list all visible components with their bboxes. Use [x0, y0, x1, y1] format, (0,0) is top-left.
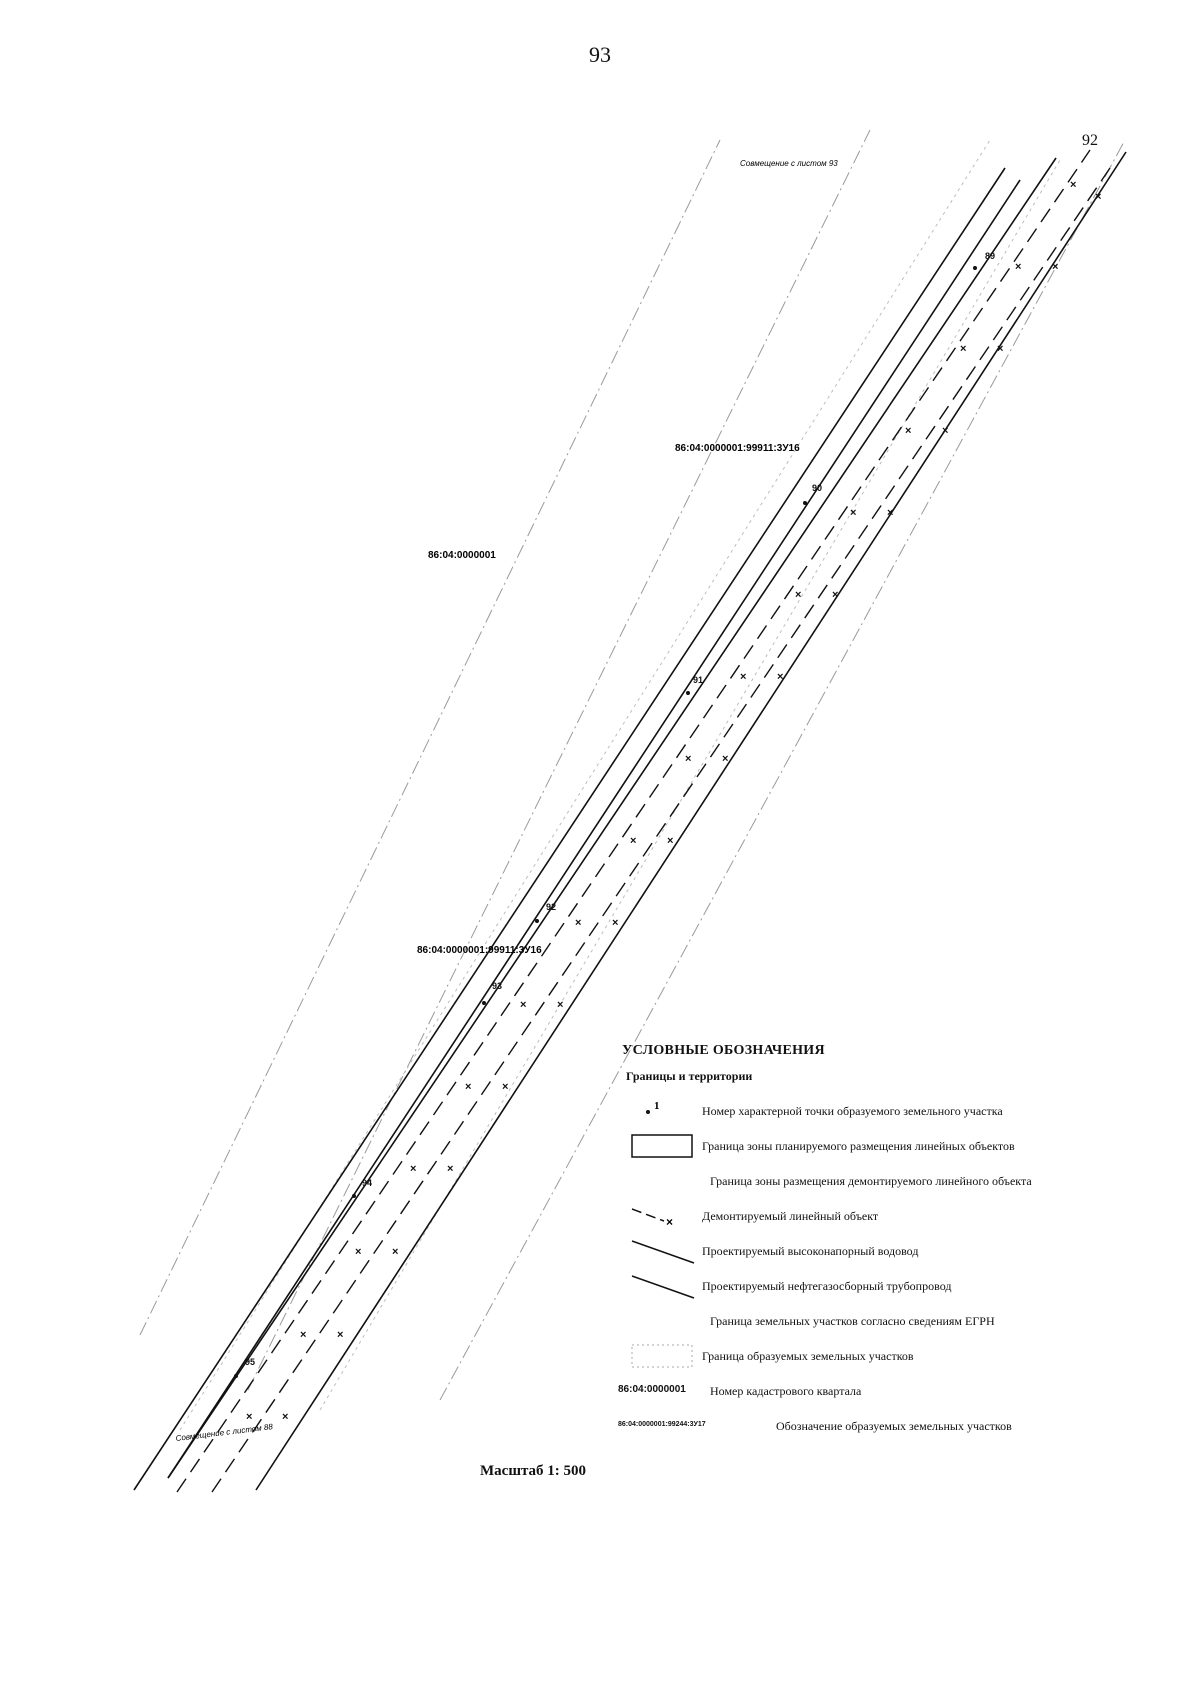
svg-text:×: ×: [410, 1163, 416, 1175]
sheet-number: 92: [1082, 132, 1098, 149]
svg-text:×: ×: [905, 425, 911, 437]
legend-item-planned-zone: Граница зоны планируемого размещения лин…: [618, 1131, 1178, 1166]
svg-text:×: ×: [502, 1081, 508, 1093]
legend-subtitle: Границы и территории: [626, 1069, 753, 1083]
demolished-zone-icon: [618, 1166, 698, 1196]
svg-text:×: ×: [630, 835, 636, 847]
svg-text:×: ×: [1095, 191, 1101, 203]
svg-text:×: ×: [832, 589, 838, 601]
solid-line-icon: [631, 1275, 695, 1299]
point-label-89: 89: [985, 251, 995, 261]
legend-item-formed-parcels: Граница образуемых земельных участков: [618, 1341, 1178, 1376]
zone-box-icon: [631, 1134, 693, 1158]
demolished-x-markers: × × × × × × × × × × × × × × × × × × × × × × × × × × × × × × × ×: [246, 179, 1101, 1423]
parcel-label-lower: 86:04:0000001:99911:3У16: [417, 945, 542, 956]
legend-item-egrn-boundary: Граница земельных участков согласно свед…: [618, 1306, 1178, 1341]
legend-item-quarter-code: 86:04:0000001 Номер кадастрового квартал…: [618, 1376, 1178, 1411]
point-93: [482, 1001, 486, 1005]
demolished-line: [176, 149, 1111, 1493]
combine-bottom-label: Совмещение с листом 88: [175, 1422, 274, 1443]
legend-item-demolished-line: × Демонтируемый линейный объект: [618, 1201, 1178, 1236]
point-symbol-icon: 1: [646, 1100, 660, 1114]
egrn-line-icon: [618, 1306, 698, 1336]
point-91: [686, 691, 690, 695]
svg-text:×: ×: [1052, 261, 1058, 273]
point-label-92: 92: [546, 902, 556, 912]
svg-text:×: ×: [795, 589, 801, 601]
legend-label: Демонтируемый линейный объект: [702, 1209, 879, 1223]
svg-text:×: ×: [246, 1411, 252, 1423]
point-label-95: 95: [245, 1357, 255, 1367]
svg-text:×: ×: [1015, 261, 1021, 273]
legend-label: Обозначение образуемых земельных участко…: [776, 1419, 1012, 1433]
svg-text:×: ×: [392, 1246, 398, 1258]
parcel-code-sample: 86:04:0000001:99244:3У17: [618, 1421, 706, 1428]
page-number: 93: [589, 42, 611, 67]
svg-text:×: ×: [447, 1163, 453, 1175]
legend-item-water-line: Проектируемый высоконапорный водовод: [618, 1236, 1178, 1271]
legend-label: Граница образуемых земельных участков: [702, 1349, 914, 1363]
svg-text:×: ×: [997, 343, 1003, 355]
parcel-label-upper: 86:04:0000001:99911:3У16: [675, 443, 800, 454]
svg-text:×: ×: [300, 1329, 306, 1341]
svg-text:×: ×: [685, 753, 691, 765]
point-92: [535, 919, 539, 923]
dash-x-line-icon: ×: [631, 1208, 673, 1229]
svg-text:×: ×: [465, 1081, 471, 1093]
svg-text:×: ×: [850, 507, 856, 519]
solid-line-icon: [631, 1240, 695, 1264]
point-label-94: 94: [362, 1178, 372, 1188]
legend-label: Граница земельных участков согласно свед…: [710, 1314, 995, 1328]
point-markers: [234, 266, 977, 1378]
point-label-90: 90: [812, 483, 822, 493]
svg-text:×: ×: [337, 1329, 343, 1341]
svg-text:×: ×: [575, 917, 581, 929]
legend-item-parcel-code: 86:04:0000001:99244:3У17 Обозначение обр…: [618, 1411, 1178, 1446]
svg-text:1: 1: [654, 1100, 660, 1112]
svg-text:×: ×: [887, 507, 893, 519]
legend-item-oil-line: Проектируемый нефтегазосборный трубопров…: [618, 1271, 1178, 1306]
quarter-code-sample: 86:04:0000001: [618, 1384, 686, 1395]
legend-label: Граница зоны размещения демонтируемого л…: [710, 1174, 1032, 1188]
legend-label: Проектируемый нефтегазосборный трубопров…: [702, 1279, 952, 1293]
svg-text:×: ×: [722, 753, 728, 765]
legend-label: Проектируемый высоконапорный водовод: [702, 1244, 919, 1258]
svg-text:×: ×: [942, 425, 948, 437]
svg-text:×: ×: [666, 1215, 673, 1229]
point-89: [973, 266, 977, 270]
project-lines: [133, 151, 1127, 1491]
legend-item-point: 1 Номер характерной точки образуемого зе…: [618, 1096, 1178, 1131]
point-label-91: 91: [693, 675, 703, 685]
point-label-93: 93: [492, 981, 502, 991]
point-94: [352, 1194, 356, 1198]
legend-label: Граница зоны планируемого размещения лин…: [702, 1139, 1015, 1153]
svg-text:×: ×: [612, 917, 618, 929]
combine-top-label: Совмещение с листом 93: [740, 159, 838, 168]
svg-text:×: ×: [557, 999, 563, 1011]
point-90: [803, 501, 807, 505]
svg-text:×: ×: [960, 343, 966, 355]
legend: УСЛОВНЫЕ ОБОЗНАЧЕНИЯ Границы и территори…: [618, 1043, 1178, 1446]
quarter-label: 86:04:0000001: [428, 550, 496, 561]
svg-text:×: ×: [740, 671, 746, 683]
dotted-box-icon: [631, 1344, 693, 1368]
svg-text:×: ×: [1070, 179, 1076, 191]
legend-item-demolished-zone: Граница зоны размещения демонтируемого л…: [618, 1166, 1178, 1201]
svg-text:×: ×: [667, 835, 673, 847]
scale-label: Масштаб 1: 500: [480, 1463, 587, 1479]
svg-text:×: ×: [520, 999, 526, 1011]
svg-text:×: ×: [282, 1411, 288, 1423]
point-95: [234, 1374, 238, 1378]
legend-label: Номер кадастрового квартала: [710, 1384, 862, 1398]
svg-text:×: ×: [777, 671, 783, 683]
legend-title: УСЛОВНЫЕ ОБОЗНАЧЕНИЯ: [622, 1043, 825, 1058]
svg-text:×: ×: [355, 1246, 361, 1258]
legend-label: Номер характерной точки образуемого земе…: [702, 1104, 1003, 1118]
